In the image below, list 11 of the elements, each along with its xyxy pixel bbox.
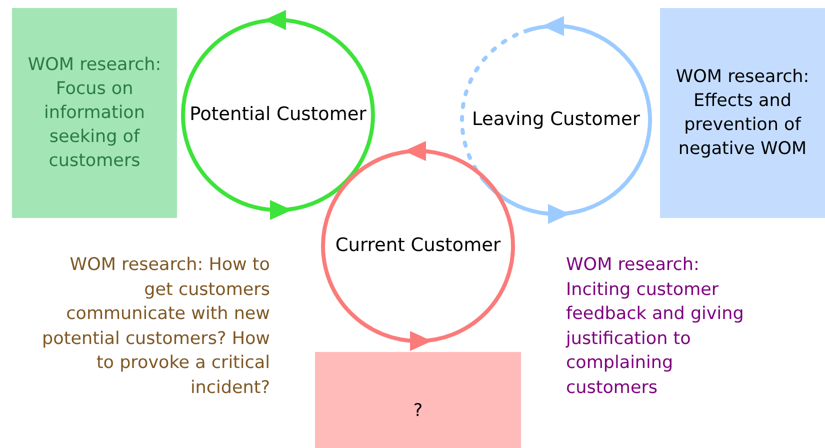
research-note: WOM research: Inciting customer feedback and giving justification to complaining customers	[566, 254, 745, 400]
research-text: WOM research: Focus on information seeking of customers	[26, 54, 162, 173]
research-box	[12, 8, 177, 218]
stage-label: Current Customer	[335, 234, 501, 258]
research-note: WOM research: How to get customers communicate with new potential customers? How to provoke a critical incident?	[41, 254, 270, 400]
research-box	[660, 8, 825, 218]
research-text: ?	[413, 400, 423, 423]
stage-label: Potential Customer	[190, 103, 366, 127]
research-text: WOM research: Effects and prevention of negative WOM	[674, 66, 810, 161]
research-box	[315, 352, 521, 448]
stage-label: Leaving Customer	[472, 108, 640, 132]
